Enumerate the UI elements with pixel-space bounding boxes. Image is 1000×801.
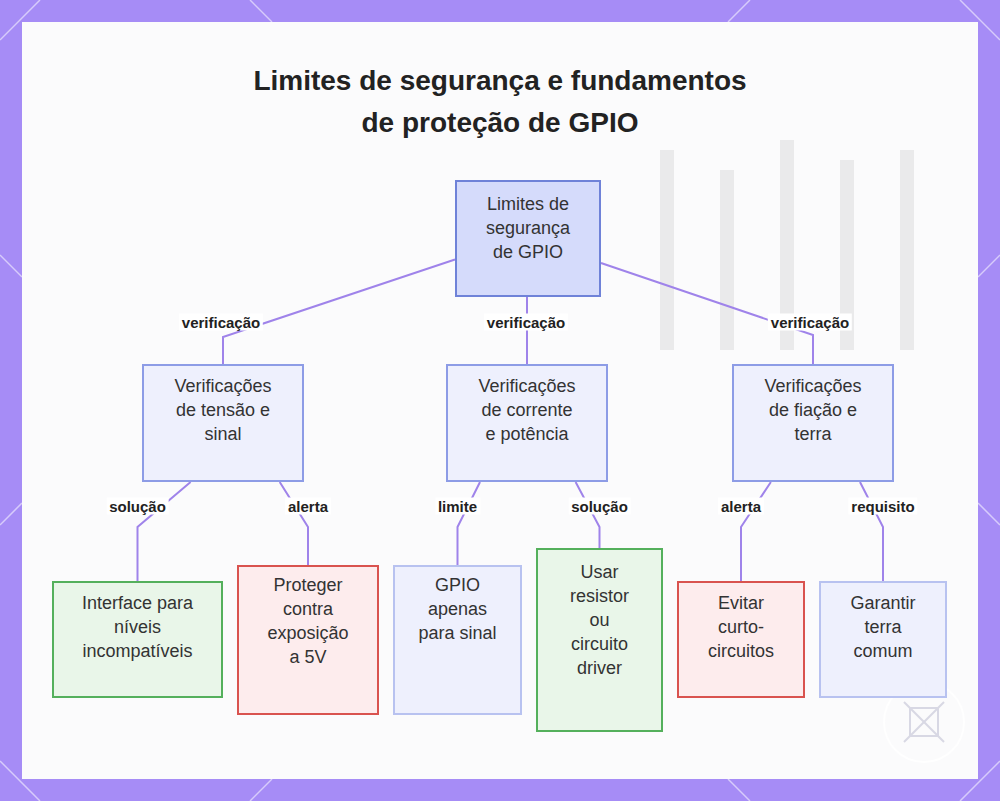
node-text: Evitar curto-circuitos xyxy=(703,591,779,663)
edge-label: alerta xyxy=(718,498,764,515)
edge-label: verificação xyxy=(484,314,568,331)
connector-line xyxy=(223,260,455,364)
limit-box: GPIO apenas para sinal xyxy=(393,565,522,715)
node-text: Verificações de tensão e sinal xyxy=(174,374,272,446)
edge-label: requisito xyxy=(848,498,917,515)
check-box: Verificações de corrente e potência xyxy=(446,364,608,482)
node-text: Verificações de fiação e terra xyxy=(764,374,862,446)
root-box: Limites de segurança de GPIO xyxy=(455,180,601,297)
node-text: Garantir terra comum xyxy=(845,591,921,663)
solution-box: Usar resistor ou circuito driver xyxy=(536,548,663,732)
edge-label: limite xyxy=(435,498,480,515)
solution-box: Interface para níveis incompatíveis xyxy=(52,581,223,698)
connector-line xyxy=(526,297,528,364)
panel xyxy=(22,22,978,779)
node-text: Interface para níveis incompatíveis xyxy=(72,591,203,663)
check-box: Verificações de fiação e terra xyxy=(732,364,894,482)
edge-label: solução xyxy=(106,498,169,515)
connector-line xyxy=(458,482,481,565)
diagram-title: Limites de segurança e fundamentos de pr… xyxy=(242,60,758,144)
faded-photo xyxy=(660,140,914,350)
requirement-box: Garantir terra comum xyxy=(819,581,947,698)
connector-line xyxy=(576,482,600,548)
check-box: Verificações de tensão e sinal xyxy=(142,364,304,482)
edge-label: solução xyxy=(568,498,631,515)
node-text: Usar resistor ou circuito driver xyxy=(566,560,633,680)
edge-label: verificação xyxy=(179,314,263,331)
alert-box: Proteger contra exposição a 5V xyxy=(237,565,379,715)
edge-label: alerta xyxy=(285,498,331,515)
node-text: Verificações de corrente e potência xyxy=(478,374,576,446)
connector-line xyxy=(280,482,308,565)
node-text: Proteger contra exposição a 5V xyxy=(265,573,351,669)
edge-label: verificação xyxy=(768,314,852,331)
node-text: GPIO apenas para sinal xyxy=(415,573,500,645)
node-text: Limites de segurança de GPIO xyxy=(482,192,574,264)
alert-box: Evitar curto-circuitos xyxy=(677,581,805,698)
